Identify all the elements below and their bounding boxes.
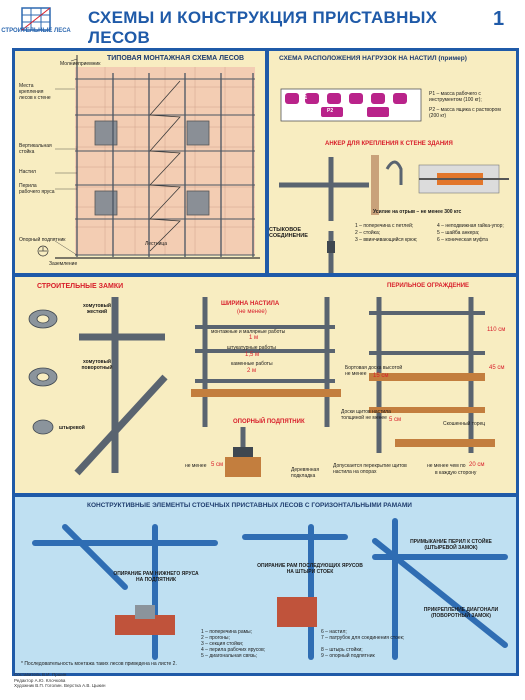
- width-title: ШИРИНА НАСТИЛА: [221, 301, 280, 307]
- overlap-label: Допускается перекрытие щитов настила на …: [333, 463, 407, 475]
- bottom-title: КОНСТРУКТИВНЫЕ ЭЛЕМЕНТЫ СТОЕЧНЫХ ПРИСТАВ…: [87, 502, 412, 509]
- label-support: Опорный подпятник: [19, 237, 66, 243]
- width-plaster: штукатурные работы: [227, 345, 276, 351]
- anchor-title: АНКЕР ДЛЯ КРЕПЛЕНИЯ К СТЕНЕ ЗДАНИЯ: [325, 141, 453, 147]
- legend-left-3: 3 – секция стойки;: [201, 641, 244, 647]
- logo-text: СТРОИТЕЛЬНЫЕ ЛЕСА: [1, 28, 71, 34]
- legend-left-5: 5 – диагональная связь;: [201, 653, 258, 659]
- deck-boards-label: Доски щитов настила толщиной не менее: [341, 409, 391, 421]
- diagonal-label: ПРИКРЕПЛЕНИЕ ДИАГОНАЛИ (ПОВОРОТНЫЙ ЗАМОК…: [423, 607, 499, 619]
- loads-legend-p1: P1 – масса рабочего с инструментом (100 …: [429, 91, 482, 103]
- width-subtitle: (не менее): [237, 309, 267, 315]
- load-p2-first: P2: [327, 108, 334, 114]
- loads-drawing: [279, 88, 509, 273]
- anchor-legend-1: 1 – поперечина с петлей;: [355, 223, 414, 229]
- label-deck: Настил: [19, 169, 36, 175]
- credit-editor: Редактор А.Ю. Клочкова: [14, 677, 66, 683]
- anchor-legend-3: 3 – ввинчивающийся крюк;: [355, 237, 418, 243]
- page-title: СХЕМЫ И КОНСТРУКЦИЯ ПРИСТАВНЫХ ЛЕСОВ: [88, 8, 438, 47]
- label-anchor-places: Места крепления лесов к стене: [19, 83, 51, 101]
- legend-right-4: 9 – опорный подпятник: [321, 653, 375, 659]
- legend-right-2: 7 – патрубок для соединения стоек;: [321, 635, 405, 641]
- panel-typical-scheme: ТИПОВАЯ МОНТАЖНАЯ СХЕМА ЛЕСОВ: [12, 48, 268, 276]
- anchor-legend-2: 2 – стойка;: [355, 230, 381, 236]
- loads-legend-p2: P2 – масса ящика с раствором (200 кг): [429, 107, 501, 119]
- rail-45: 45 см: [489, 365, 505, 371]
- label-railing: Перила рабочего яруса: [19, 183, 55, 195]
- width-mounting-val: 1 м: [249, 335, 259, 341]
- joint-label: СТЫКОВОЕ СОЕДИНЕНИЕ: [269, 227, 308, 239]
- overlap-end: в каждую сторону: [435, 470, 477, 476]
- railing-post-label: ПРИМЫКАНИЕ ПЕРИЛ К СТОЙКЕ (ШТЫРЕВОЙ ЗАМО…: [410, 539, 492, 551]
- bottom-drawing: [32, 518, 508, 660]
- overlap-val: 20 см: [469, 462, 485, 468]
- legend-left-2: 2 – прогоны;: [201, 635, 230, 641]
- loads-title: СХЕМА РАСПОЛОЖЕНИЯ НАГРУЗОК НА НАСТИЛ (п…: [279, 55, 467, 62]
- anchor-legend-5: 5 – шайба анкера;: [437, 230, 480, 236]
- credits: Составитель В.И. Пршин Редактор А.Ю. Кло…: [14, 672, 105, 689]
- load-p1-first: P1: [301, 95, 308, 101]
- width-mounting: монтажные и малярные работы: [211, 329, 286, 335]
- anchor-pull-force: Усилие на отрыв – не менее 300 кгс: [373, 209, 462, 215]
- credit-artist: Художник В.П. Гоголин. Верстка А.В. Цыки…: [14, 683, 106, 688]
- header: СТРОИТЕЛЬНЫЕ ЛЕСА СХЕМЫ И КОНСТРУКЦИЯ ПР…: [0, 0, 525, 47]
- next-frames-label: ОПИРАНИЕ РАМ ПОСЛЕДУЮЩИХ ЯРУСОВ НА ШТЫРИ…: [257, 563, 363, 575]
- lock-pin-label: штыревой: [59, 425, 85, 431]
- credit-compiler: Составитель В.И. Пршин: [14, 672, 67, 677]
- scheme-title: ТИПОВАЯ МОНТАЖНАЯ СХЕМА ЛЕСОВ: [107, 55, 245, 62]
- locks-title: СТРОИТЕЛЬНЫЕ ЗАМКИ: [37, 283, 124, 290]
- legend-right-3: 8 – штырь стойки;: [321, 647, 363, 653]
- scaffold-scheme-drawing: [37, 55, 260, 259]
- legend-right-1: 6 – настил;: [321, 629, 347, 635]
- overlap-min: не менее чем по: [427, 463, 466, 469]
- panel-loads: СХЕМА РАСПОЛОЖЕНИЯ НАГРУЗОК НА НАСТИЛ (п…: [266, 48, 519, 276]
- support-title: ОПОРНЫЙ ПОДПЯТНИК: [233, 419, 305, 425]
- footnote: * Последовательность монтажа таких лесов…: [21, 661, 177, 667]
- panel-bottom: КОНСТРУКТИВНЫЕ ЭЛЕМЕНТЫ СТОЕЧНЫХ ПРИСТАВ…: [12, 494, 519, 676]
- support-min-val: 5 см: [211, 462, 224, 468]
- anchor-legend-4: 4 – неподвижная гайка-упор;: [437, 223, 504, 229]
- deck-boards-val: 5 см: [389, 417, 402, 423]
- anchor-legend-6: 6 – коническая муфта: [437, 237, 488, 243]
- support-pad: Деревянная подкладка: [291, 467, 320, 479]
- legend-left-4: 4 – перила рабочих ярусов;: [201, 647, 266, 653]
- panel-middle: СТРОИТЕЛЬНЫЕ ЗАМКИ хомутовый жесткий хо: [12, 274, 519, 496]
- label-lightning-rod: Молниеприемник: [60, 61, 101, 67]
- rail-110: 110 см: [487, 327, 506, 333]
- lower-frame-label: ОПИРАНИЕ РАМ НИЖНЕГО ЯРУСА НА ПОДПЯТНИК: [113, 571, 199, 583]
- width-plaster-val: 1,5 м: [245, 352, 260, 358]
- board-val: 15 см: [373, 373, 389, 379]
- width-stone-val: 2 м: [247, 368, 257, 374]
- label-ladder: Лестница: [145, 241, 168, 247]
- board-label: Бортовая доска высотой не менее: [345, 365, 403, 377]
- railing-title: ПЕРИЛЬНОЕ ОГРАЖДЕНИЕ: [387, 283, 470, 289]
- logo-icon: [21, 7, 51, 31]
- lock-swivel-label: хомутовый поворотный: [81, 359, 113, 371]
- lock-rigid-label: хомутовый жесткий: [83, 303, 111, 315]
- support-min: не менее: [185, 463, 207, 469]
- bevel-label: Скошенный торец: [443, 421, 486, 427]
- width-stone: каменные работы: [231, 361, 273, 367]
- legend-left-1: 1 – поперечина рамы;: [201, 629, 253, 635]
- middle-drawing: [28, 297, 495, 477]
- label-grounding: Заземление: [49, 261, 78, 267]
- sheet-number: 1: [493, 8, 505, 30]
- label-vertical-post: Вертикальная стойка: [19, 143, 52, 155]
